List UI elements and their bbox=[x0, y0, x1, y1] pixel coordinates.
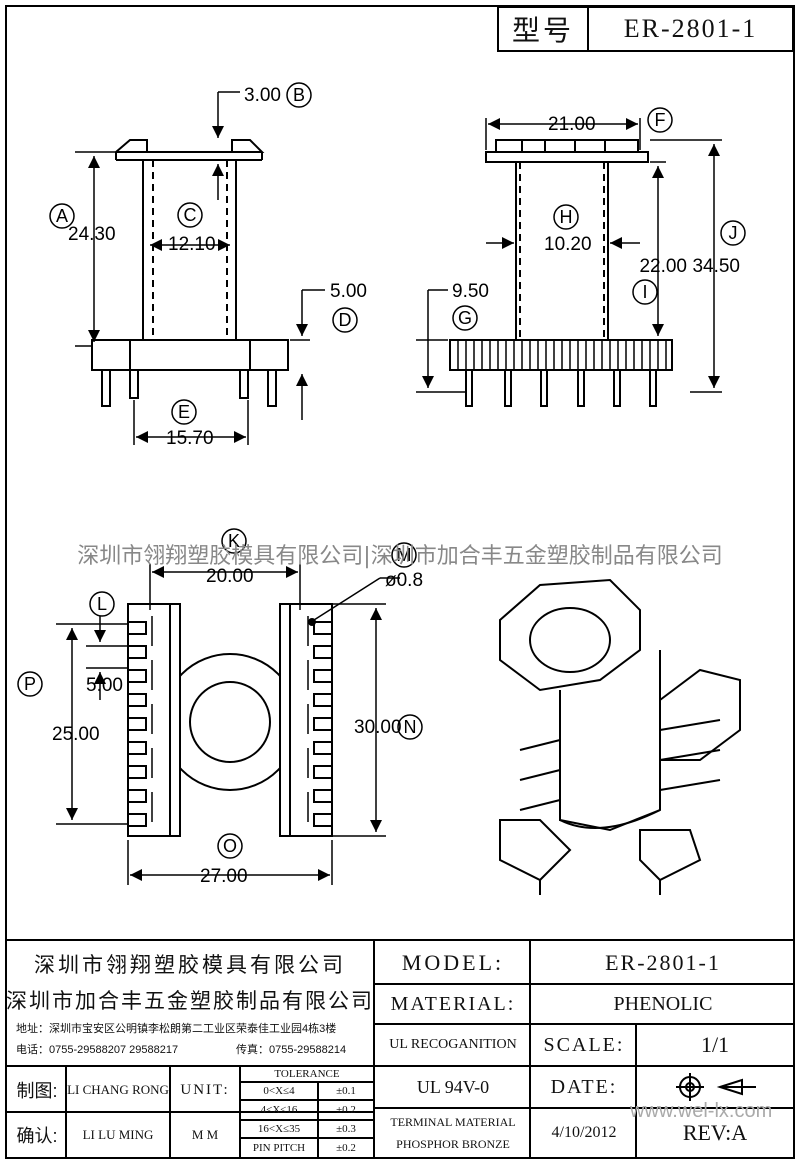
site-watermark: www.wel-lx.com bbox=[630, 1100, 773, 1122]
tolerance-range-1: 0<X≤4 bbox=[263, 1085, 295, 1097]
material-value: PHENOLIC bbox=[613, 992, 713, 1015]
dim-e: 15.70 bbox=[166, 428, 214, 449]
dim-n: 30.00 bbox=[354, 717, 402, 738]
dim-k: 20.00 bbox=[206, 566, 254, 587]
side-view bbox=[449, 139, 673, 407]
drawn-by-label: 制图: bbox=[16, 1081, 58, 1101]
drawn-by-name: LI CHANG RONG bbox=[67, 1082, 169, 1097]
letter-i: I bbox=[642, 282, 647, 302]
dim-g: 9.50 bbox=[452, 281, 489, 302]
letter-k: K bbox=[228, 531, 240, 551]
model-value-cell: ER-2801-1 bbox=[605, 950, 721, 975]
terminal-material-1: TERMINAL MATERIAL bbox=[390, 1114, 516, 1129]
dim-m: ø0.8 bbox=[385, 570, 423, 591]
dim-p: 25.00 bbox=[52, 724, 100, 745]
unit-label: UNIT: bbox=[180, 1081, 230, 1098]
company-address: 地址：深圳市宝安区公明镇李松朗第二工业区荣泰佳工业园4栋3楼 bbox=[16, 1023, 337, 1035]
dim-f: 21.00 bbox=[548, 114, 596, 135]
company-name-1: 深圳市翎翔塑胶模具有限公司 bbox=[34, 954, 346, 977]
checked-by-label: 确认: bbox=[16, 1126, 58, 1146]
projection-symbol-icon bbox=[676, 1073, 756, 1101]
revision: REV:A bbox=[682, 1120, 748, 1145]
drawing-frame bbox=[5, 5, 795, 1159]
letter-a: A bbox=[56, 206, 68, 226]
callout-letters: B A C D E F G H I J K M L P N O bbox=[24, 85, 738, 856]
tolerance-value-4: ±0.2 bbox=[336, 1142, 356, 1154]
letter-g: G bbox=[458, 308, 472, 328]
dim-c: 12.10 bbox=[168, 234, 216, 255]
model-value: ER-2801-1 bbox=[623, 14, 758, 43]
letter-j: J bbox=[729, 223, 738, 243]
material-label: MATERIAL: bbox=[390, 992, 516, 1015]
tolerance-range-4: PIN PITCH bbox=[252, 1142, 306, 1154]
letter-h: H bbox=[560, 207, 573, 227]
terminal-material-2: PHOSPHOR BRONZE bbox=[396, 1136, 510, 1151]
dim-i: 22.00 bbox=[639, 256, 687, 277]
dimension-lines bbox=[56, 91, 722, 885]
callout-circles bbox=[17, 82, 746, 859]
company-fax: 传真：0755-29588214 bbox=[236, 1044, 347, 1056]
front-view bbox=[91, 139, 289, 407]
letter-b: B bbox=[293, 85, 305, 105]
tolerance-value-3: ±0.3 bbox=[336, 1123, 356, 1135]
letter-c: C bbox=[184, 205, 197, 225]
tolerance-value-2: ±0.2 bbox=[336, 1104, 356, 1116]
tolerance-range-3: 16<X≤35 bbox=[257, 1123, 301, 1135]
dimension-values: 3.00 24.30 12.10 5.00 15.70 21.00 10.20 … bbox=[52, 85, 740, 887]
dim-o: 27.00 bbox=[200, 866, 248, 887]
letter-e: E bbox=[178, 402, 190, 422]
checked-by-name: LI LU MING bbox=[82, 1127, 154, 1142]
date-label: DATE: bbox=[550, 1075, 618, 1098]
ul-value: UL 94V-0 bbox=[416, 1076, 490, 1097]
unit-value: M M bbox=[191, 1127, 219, 1142]
company-name-2: 深圳市加合丰五金塑胶制品有限公司 bbox=[6, 990, 374, 1013]
date-value: 4/10/2012 bbox=[551, 1124, 617, 1141]
dim-j: 34.50 bbox=[692, 256, 740, 277]
dim-b: 3.00 bbox=[244, 85, 281, 106]
scale-label: SCALE: bbox=[543, 1033, 625, 1056]
tolerance-value-1: ±0.1 bbox=[336, 1085, 356, 1097]
watermark-banner: 深圳市翎翔塑胶模具有限公司|深圳市加合丰五金塑胶制品有限公司 bbox=[77, 544, 723, 569]
letter-l: L bbox=[97, 594, 107, 614]
dim-h: 10.20 bbox=[544, 234, 592, 255]
letter-n: N bbox=[404, 717, 417, 737]
model-label-cell: MODEL: bbox=[401, 950, 505, 975]
letter-f: F bbox=[655, 110, 666, 130]
tolerance-range-2: 4<X≤16 bbox=[260, 1104, 298, 1116]
scale-value: 1/1 bbox=[700, 1032, 730, 1057]
letter-m: M bbox=[397, 545, 412, 565]
isometric-view bbox=[499, 578, 741, 895]
dim-l: 5.00 bbox=[86, 675, 123, 696]
letter-o: O bbox=[223, 836, 237, 856]
model-label-box: 型号 bbox=[497, 6, 589, 52]
bottom-view bbox=[127, 603, 333, 837]
dim-a: 24.30 bbox=[68, 224, 116, 245]
company-phone: 电话：0755-29588207 29588217 bbox=[16, 1044, 179, 1056]
tolerance-title: TOLERANCE bbox=[274, 1068, 340, 1080]
title-block-grid bbox=[6, 939, 794, 1158]
model-label: 型号 bbox=[511, 15, 574, 46]
dim-d: 5.00 bbox=[330, 281, 367, 302]
ul-label: UL RECOGANITION bbox=[389, 1037, 517, 1052]
letter-p: P bbox=[24, 674, 36, 694]
letter-d: D bbox=[339, 310, 352, 330]
